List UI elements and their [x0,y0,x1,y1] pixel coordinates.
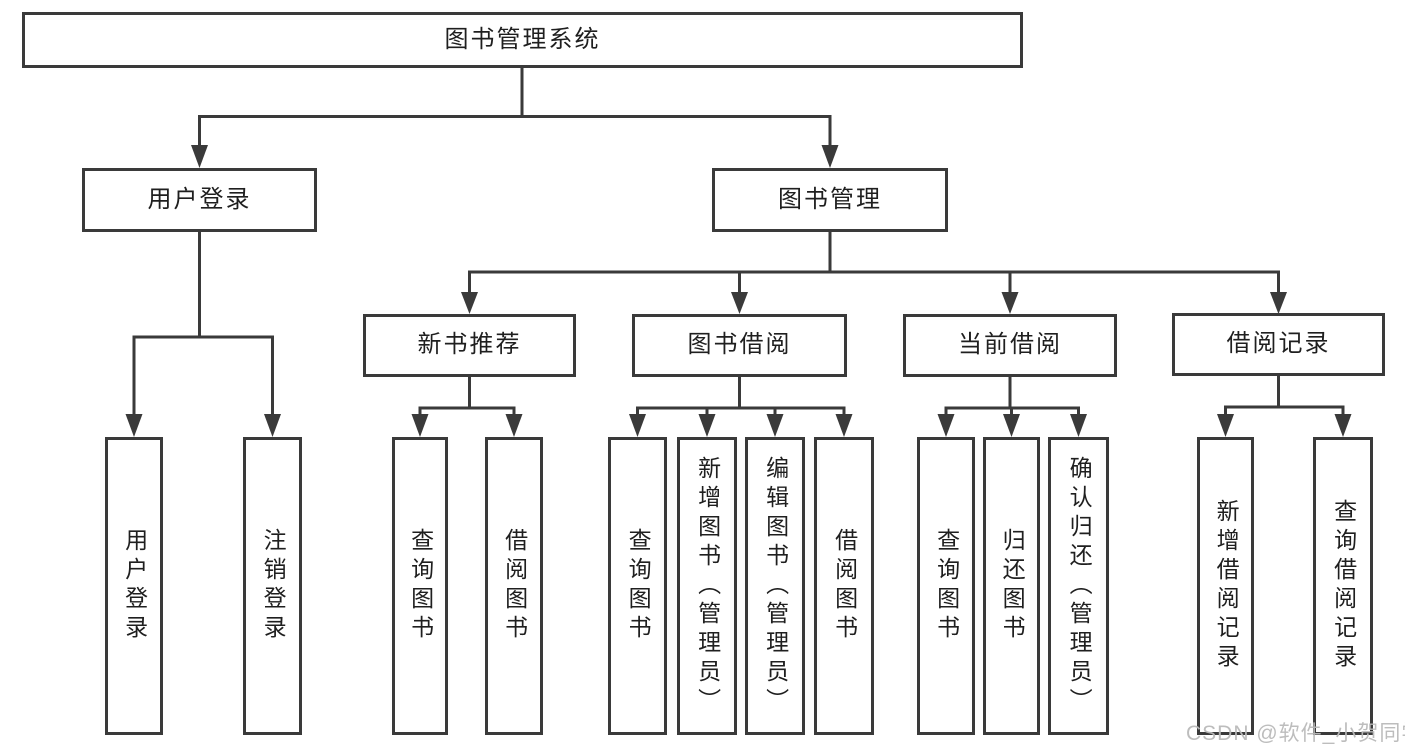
node-label: 注销登录 [260,528,287,644]
node-label: 当前借阅 [958,331,1062,359]
leaf-add-book-admin: 新增图书（管理员） [677,437,737,735]
node-label: 图书管理 [778,185,882,213]
node-label: 新增图书（管理员） [694,455,721,717]
leaf-borrow-books: 借阅图书 [814,437,874,735]
csdn-watermark: CSDN @软件_小贺同学 [1186,722,1405,745]
leaf-query-books-current: 查询图书 [917,437,975,735]
leaf-logout: 注销登录 [243,437,302,735]
node-book-management: 图书管理 [712,168,948,232]
node-label: 归还图书 [999,528,1026,644]
leaf-edit-book-admin: 编辑图书（管理员） [745,437,805,735]
leaf-return-book: 归还图书 [983,437,1040,735]
leaf-query-books-recommend: 查询图书 [392,437,448,735]
node-label: 用户登录 [147,185,252,213]
node-label: 借阅图书 [831,528,858,644]
node-current-borrowing: 当前借阅 [903,314,1117,377]
node-book-borrowing: 图书借阅 [632,314,847,377]
node-label: 查询图书 [933,528,960,644]
node-root-library-system: 图书管理系统 [22,12,1023,68]
node-label: 查询图书 [625,528,652,644]
leaf-add-borrow-record: 新增借阅记录 [1197,437,1254,735]
node-borrowing-records: 借阅记录 [1172,313,1385,376]
node-label: 图书借阅 [687,331,792,359]
leaf-query-borrow-record: 查询借阅记录 [1313,437,1373,735]
leaf-confirm-return-admin: 确认归还（管理员） [1048,437,1109,735]
node-label: 借阅记录 [1226,330,1331,358]
node-new-book-recommendation: 新书推荐 [363,314,576,377]
node-label: 查询图书 [407,528,434,644]
node-user-login: 用户登录 [82,168,317,232]
leaf-user-login: 用户登录 [105,437,163,735]
node-label: 编辑图书（管理员） [762,455,789,717]
leaf-borrow-books-recommend: 借阅图书 [485,437,543,735]
node-label: 新书推荐 [417,331,522,359]
node-label: 图书管理系统 [444,25,601,53]
node-label: 新增借阅记录 [1213,499,1240,673]
node-label: 用户登录 [121,528,148,644]
node-label: 借阅图书 [501,528,528,644]
leaf-query-books-borrow: 查询图书 [608,437,667,735]
node-label: 查询借阅记录 [1330,499,1357,673]
node-label: 确认归还（管理员） [1066,455,1093,717]
